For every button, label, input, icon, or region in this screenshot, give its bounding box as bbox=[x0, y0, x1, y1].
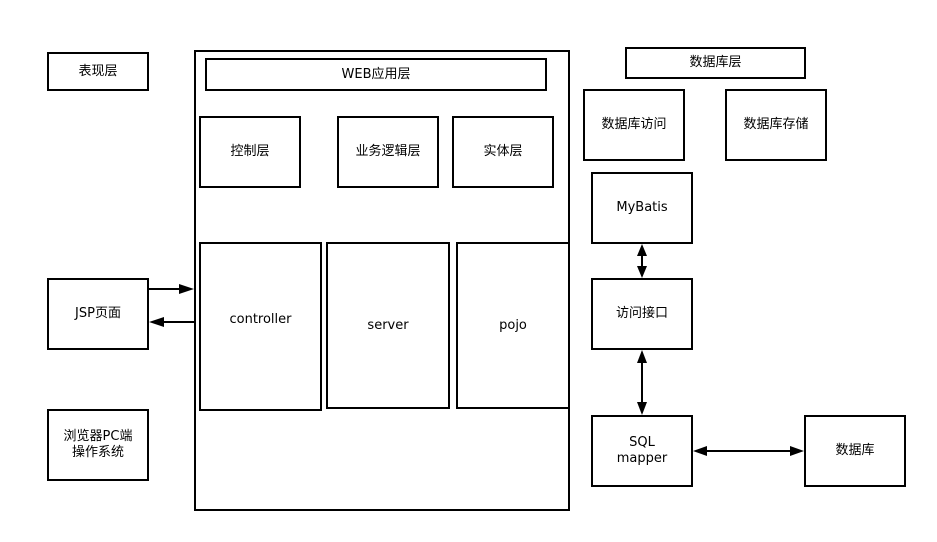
database-box: 数据库 bbox=[804, 415, 906, 487]
pojo-text: pojo bbox=[499, 317, 527, 333]
sql-mapper-line-2: mapper bbox=[616, 451, 668, 466]
database-text: 数据库 bbox=[835, 443, 875, 458]
pojo-box: pojo bbox=[456, 242, 570, 409]
control-layer-text: 控制层 bbox=[230, 144, 270, 159]
mybatis-text: MyBatis bbox=[616, 200, 668, 215]
arrow-jsp-to-web bbox=[149, 284, 194, 294]
server-text: server bbox=[367, 317, 409, 333]
database-layer-text: 数据库层 bbox=[689, 55, 742, 70]
database-storage-text: 数据库存储 bbox=[743, 117, 809, 132]
client-line-1: 浏览器PC端 bbox=[63, 429, 133, 444]
database-access-text: 数据库访问 bbox=[601, 117, 667, 132]
database-layer-label: 数据库层 bbox=[625, 47, 806, 79]
arrow-mybatis-interface bbox=[637, 244, 647, 278]
arrow-interface-sqlmapper bbox=[637, 350, 647, 415]
entity-layer-box: 实体层 bbox=[452, 116, 554, 188]
presentation-layer-label: 表现层 bbox=[47, 52, 149, 91]
arrow-web-to-jsp bbox=[149, 317, 194, 327]
business-layer-box: 业务逻辑层 bbox=[337, 116, 439, 188]
jsp-page-box: JSP页面 bbox=[47, 278, 149, 350]
mybatis-box: MyBatis bbox=[591, 172, 693, 244]
web-layer-title-box: WEB应用层 bbox=[205, 58, 547, 91]
database-access-box: 数据库访问 bbox=[583, 89, 685, 161]
access-interface-text: 访问接口 bbox=[615, 306, 668, 321]
arrow-sqlmapper-database bbox=[693, 446, 804, 456]
control-layer-box: 控制层 bbox=[199, 116, 301, 188]
sql-mapper-box: SQL mapper bbox=[591, 415, 693, 487]
sql-mapper-line-1: SQL bbox=[629, 435, 655, 450]
database-storage-box: 数据库存储 bbox=[725, 89, 827, 161]
presentation-layer-text: 表现层 bbox=[78, 63, 118, 79]
web-layer-title: WEB应用层 bbox=[341, 66, 411, 82]
jsp-page-text: JSP页面 bbox=[75, 306, 121, 321]
controller-box: controller bbox=[199, 242, 322, 411]
client-line-2: 操作系统 bbox=[71, 445, 124, 460]
client-os-box: 浏览器PC端 操作系统 bbox=[47, 409, 149, 481]
entity-layer-text: 实体层 bbox=[483, 144, 523, 159]
access-interface-box: 访问接口 bbox=[591, 278, 693, 350]
server-box: server bbox=[326, 242, 450, 409]
business-layer-text: 业务逻辑层 bbox=[355, 144, 421, 159]
controller-text: controller bbox=[229, 312, 292, 327]
